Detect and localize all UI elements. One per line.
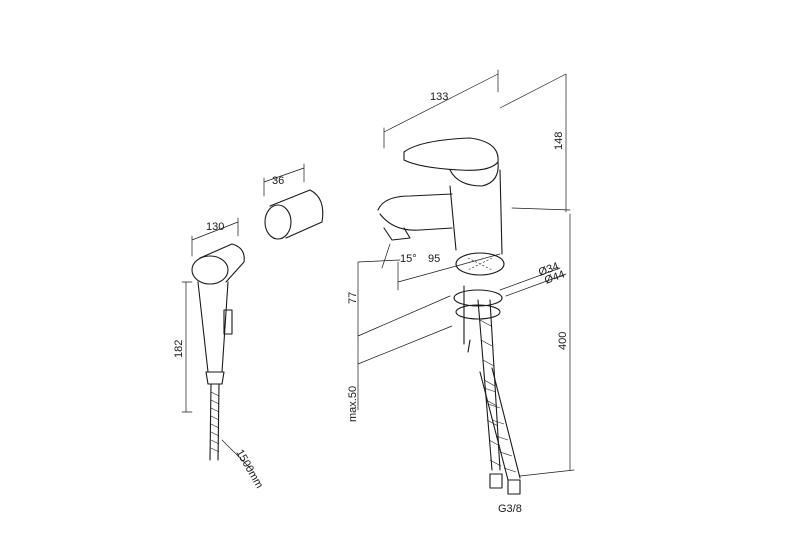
diameter-dim-lines [499, 267, 567, 297]
mount-thickness-label: max.50 [347, 386, 359, 422]
hand-spray [181, 217, 253, 471]
spray-head-end [191, 255, 229, 285]
spray-handle [197, 281, 229, 373]
thread-size-label: G3/8 [498, 503, 522, 515]
mounting-stud [463, 285, 471, 353]
clearance-dim-line [357, 259, 453, 411]
spray-hose [209, 383, 220, 461]
angle-label: 15° [400, 253, 417, 265]
supply-hose-right [479, 367, 521, 481]
spray-trigger [223, 309, 233, 335]
fitting-left [489, 473, 503, 489]
faucet-lever [403, 137, 499, 171]
holder-face [264, 204, 292, 240]
holder-body [269, 189, 324, 239]
spray-head-body [199, 243, 245, 283]
faucet [357, 69, 575, 495]
height-label: 148 [553, 132, 565, 150]
spray-width-label: 130 [206, 221, 224, 233]
holder-width-label: 36 [272, 175, 284, 187]
supply-length-label: 400 [557, 332, 569, 350]
clearance-label: 77 [347, 292, 359, 304]
depth-label: 133 [430, 91, 448, 103]
faucet-spout [377, 193, 453, 231]
depth-dim-line [383, 69, 499, 149]
spray-height-label: 182 [173, 340, 185, 358]
mounting-plate [455, 304, 501, 320]
reach-dim-line [397, 253, 501, 291]
supply-length-dim-line [519, 213, 575, 477]
faucet-base [455, 252, 505, 276]
reach-label: 95 [428, 253, 440, 265]
spray-collar [205, 371, 225, 385]
spray-holder [263, 163, 324, 240]
height-dim-line [499, 73, 571, 213]
fitting-right [507, 479, 521, 495]
faucet-aerator [383, 227, 411, 241]
spray-height-dim-line [181, 281, 193, 413]
hose-length-label: 1500mm [233, 448, 265, 491]
faucet-body [449, 169, 503, 255]
holder-width-dim-line [263, 163, 305, 197]
spray-width-dim-line [191, 217, 239, 257]
